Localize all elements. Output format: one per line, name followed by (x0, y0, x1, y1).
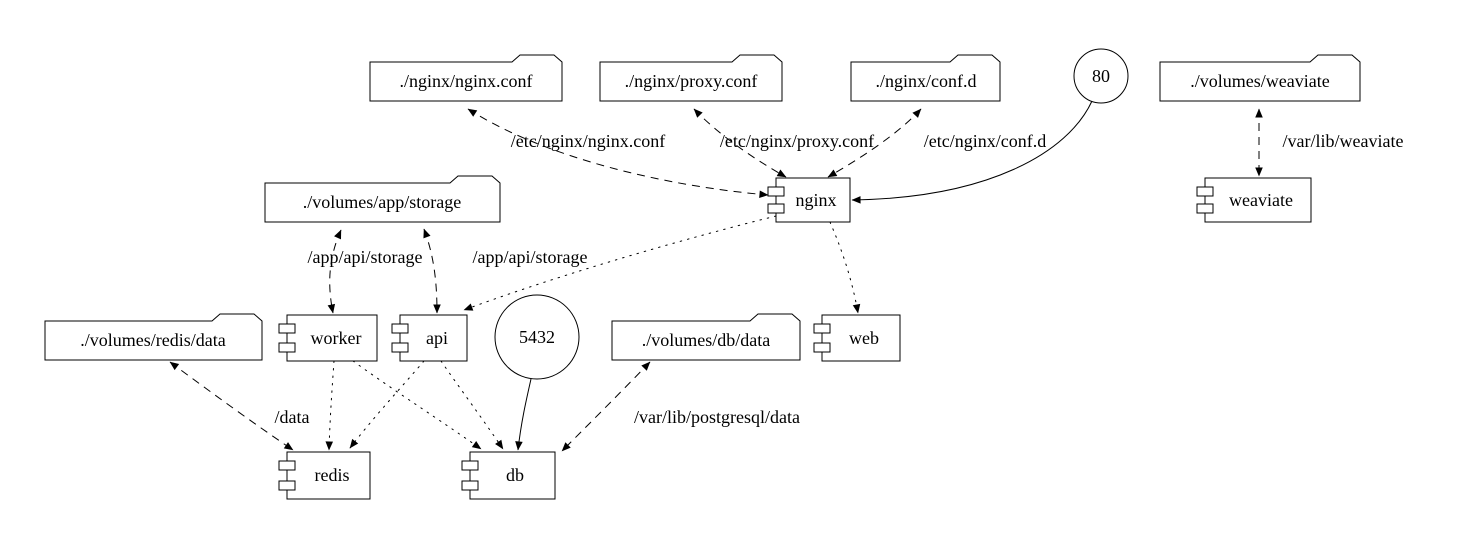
component-tab-icon (278, 480, 296, 491)
component-tab-icon (278, 342, 296, 353)
port-circle-icon (494, 294, 580, 380)
edge-redis-to-redis-data-volume (169, 361, 294, 451)
port-circle-icon (1073, 48, 1129, 104)
component-tab-icon (461, 480, 479, 491)
node-port-80: 80 (1073, 48, 1129, 104)
web-label: web (849, 328, 879, 348)
node-proxy-conf-volume: ./nginx/proxy.conf (599, 54, 783, 102)
proxy-conf-volume-label: ./nginx/proxy.conf (625, 71, 758, 91)
edge-api-depends-redis (349, 360, 425, 449)
nginx-label: nginx (795, 190, 836, 210)
edge-nginx-depends-api (463, 215, 777, 311)
weaviate-label: weaviate (1229, 190, 1293, 210)
edge-worker-depends-redis (325, 360, 335, 451)
node-api: api (391, 314, 468, 362)
component-tab-icon (391, 323, 409, 334)
redis-data-volume-label: ./volumes/redis/data (80, 330, 225, 350)
edge-nginx-to-nginx-conf-volume (467, 108, 769, 199)
node-nginx-conf-volume: ./nginx/nginx.conf (369, 54, 563, 102)
edge-db-to-db-data-volume (561, 361, 651, 452)
component-tab-icon (767, 186, 785, 197)
conf-d-volume-label: ./nginx/conf.d (876, 71, 977, 91)
node-nginx: nginx (767, 177, 851, 223)
app-storage-volume-label: ./volumes/app/storage (303, 192, 461, 212)
component-box (286, 314, 378, 362)
mount-label-api-storage: /app/api/storage (473, 247, 588, 267)
node-conf-d-volume: ./nginx/conf.d (850, 54, 1001, 102)
mount-label-proxy-conf: /etc/nginx/proxy.conf (720, 131, 874, 151)
db-data-volume-label: ./volumes/db/data (642, 330, 770, 350)
component-tab-icon (813, 323, 831, 334)
folder-icon (599, 54, 783, 102)
mount-label-nginx-conf: /etc/nginx/nginx.conf (511, 131, 665, 151)
edge-port-5432-to-db (515, 378, 532, 451)
node-weaviate: weaviate (1196, 177, 1312, 223)
edge-worker-depends-db (352, 360, 482, 450)
node-web: web (813, 314, 901, 362)
node-app-storage-volume: ./volumes/app/storage (264, 175, 501, 223)
redis-label: redis (315, 465, 350, 485)
folder-icon (850, 54, 1001, 102)
nginx-conf-volume-label: ./nginx/nginx.conf (400, 71, 533, 91)
node-layer: ./nginx/nginx.conf ./nginx/proxy.conf ./… (44, 48, 1361, 500)
mount-label-db-data: /var/lib/postgresql/data (634, 407, 800, 427)
folder-icon (369, 54, 563, 102)
mount-label-redis-data: /data (275, 407, 310, 427)
edge-layer (169, 100, 1263, 452)
edge-label-layer: /etc/nginx/nginx.conf /etc/nginx/proxy.c… (275, 131, 1404, 427)
component-box (775, 177, 851, 223)
worker-label: worker (311, 328, 362, 348)
folder-icon (44, 313, 263, 361)
component-tab-icon (278, 460, 296, 471)
edge-nginx-depends-web (829, 221, 861, 314)
component-tab-icon (1196, 203, 1214, 214)
component-tab-icon (813, 342, 831, 353)
edge-api-depends-db (440, 360, 504, 450)
mount-label-weaviate: /var/lib/weaviate (1283, 131, 1404, 151)
component-tab-icon (461, 460, 479, 471)
component-box (469, 451, 556, 500)
folder-icon (264, 175, 501, 223)
edge-worker-to-app-storage-volume (327, 229, 342, 314)
node-db-data-volume: ./volumes/db/data (611, 313, 801, 361)
api-label: api (426, 328, 448, 348)
mount-label-worker-storage: /app/api/storage (308, 247, 423, 267)
edge-port-80-to-nginx (851, 100, 1093, 204)
db-label: db (506, 465, 524, 485)
node-worker: worker (278, 314, 378, 362)
port-80-label: 80 (1092, 66, 1110, 86)
folder-icon (1159, 54, 1361, 102)
node-port-5432: 5432 (494, 294, 580, 380)
node-redis-data-volume: ./volumes/redis/data (44, 313, 263, 361)
edge-nginx-to-proxy-conf-volume (693, 108, 787, 178)
mount-label-conf-d: /etc/nginx/conf.d (924, 131, 1046, 151)
component-box (286, 451, 371, 500)
component-box (399, 314, 468, 362)
edge-api-to-app-storage-volume (423, 228, 441, 314)
edge-nginx-to-conf-d-volume (827, 108, 922, 178)
component-tab-icon (278, 323, 296, 334)
component-box (1204, 177, 1312, 223)
folder-icon (611, 313, 801, 361)
weaviate-volume-label: ./volumes/weaviate (1190, 71, 1329, 91)
component-tab-icon (1196, 186, 1214, 197)
port-5432-label: 5432 (519, 327, 555, 347)
component-box (821, 314, 901, 362)
node-weaviate-volume: ./volumes/weaviate (1159, 54, 1361, 102)
component-tab-icon (767, 203, 785, 214)
node-redis: redis (278, 451, 371, 500)
component-tab-icon (391, 342, 409, 353)
node-db: db (461, 451, 556, 500)
